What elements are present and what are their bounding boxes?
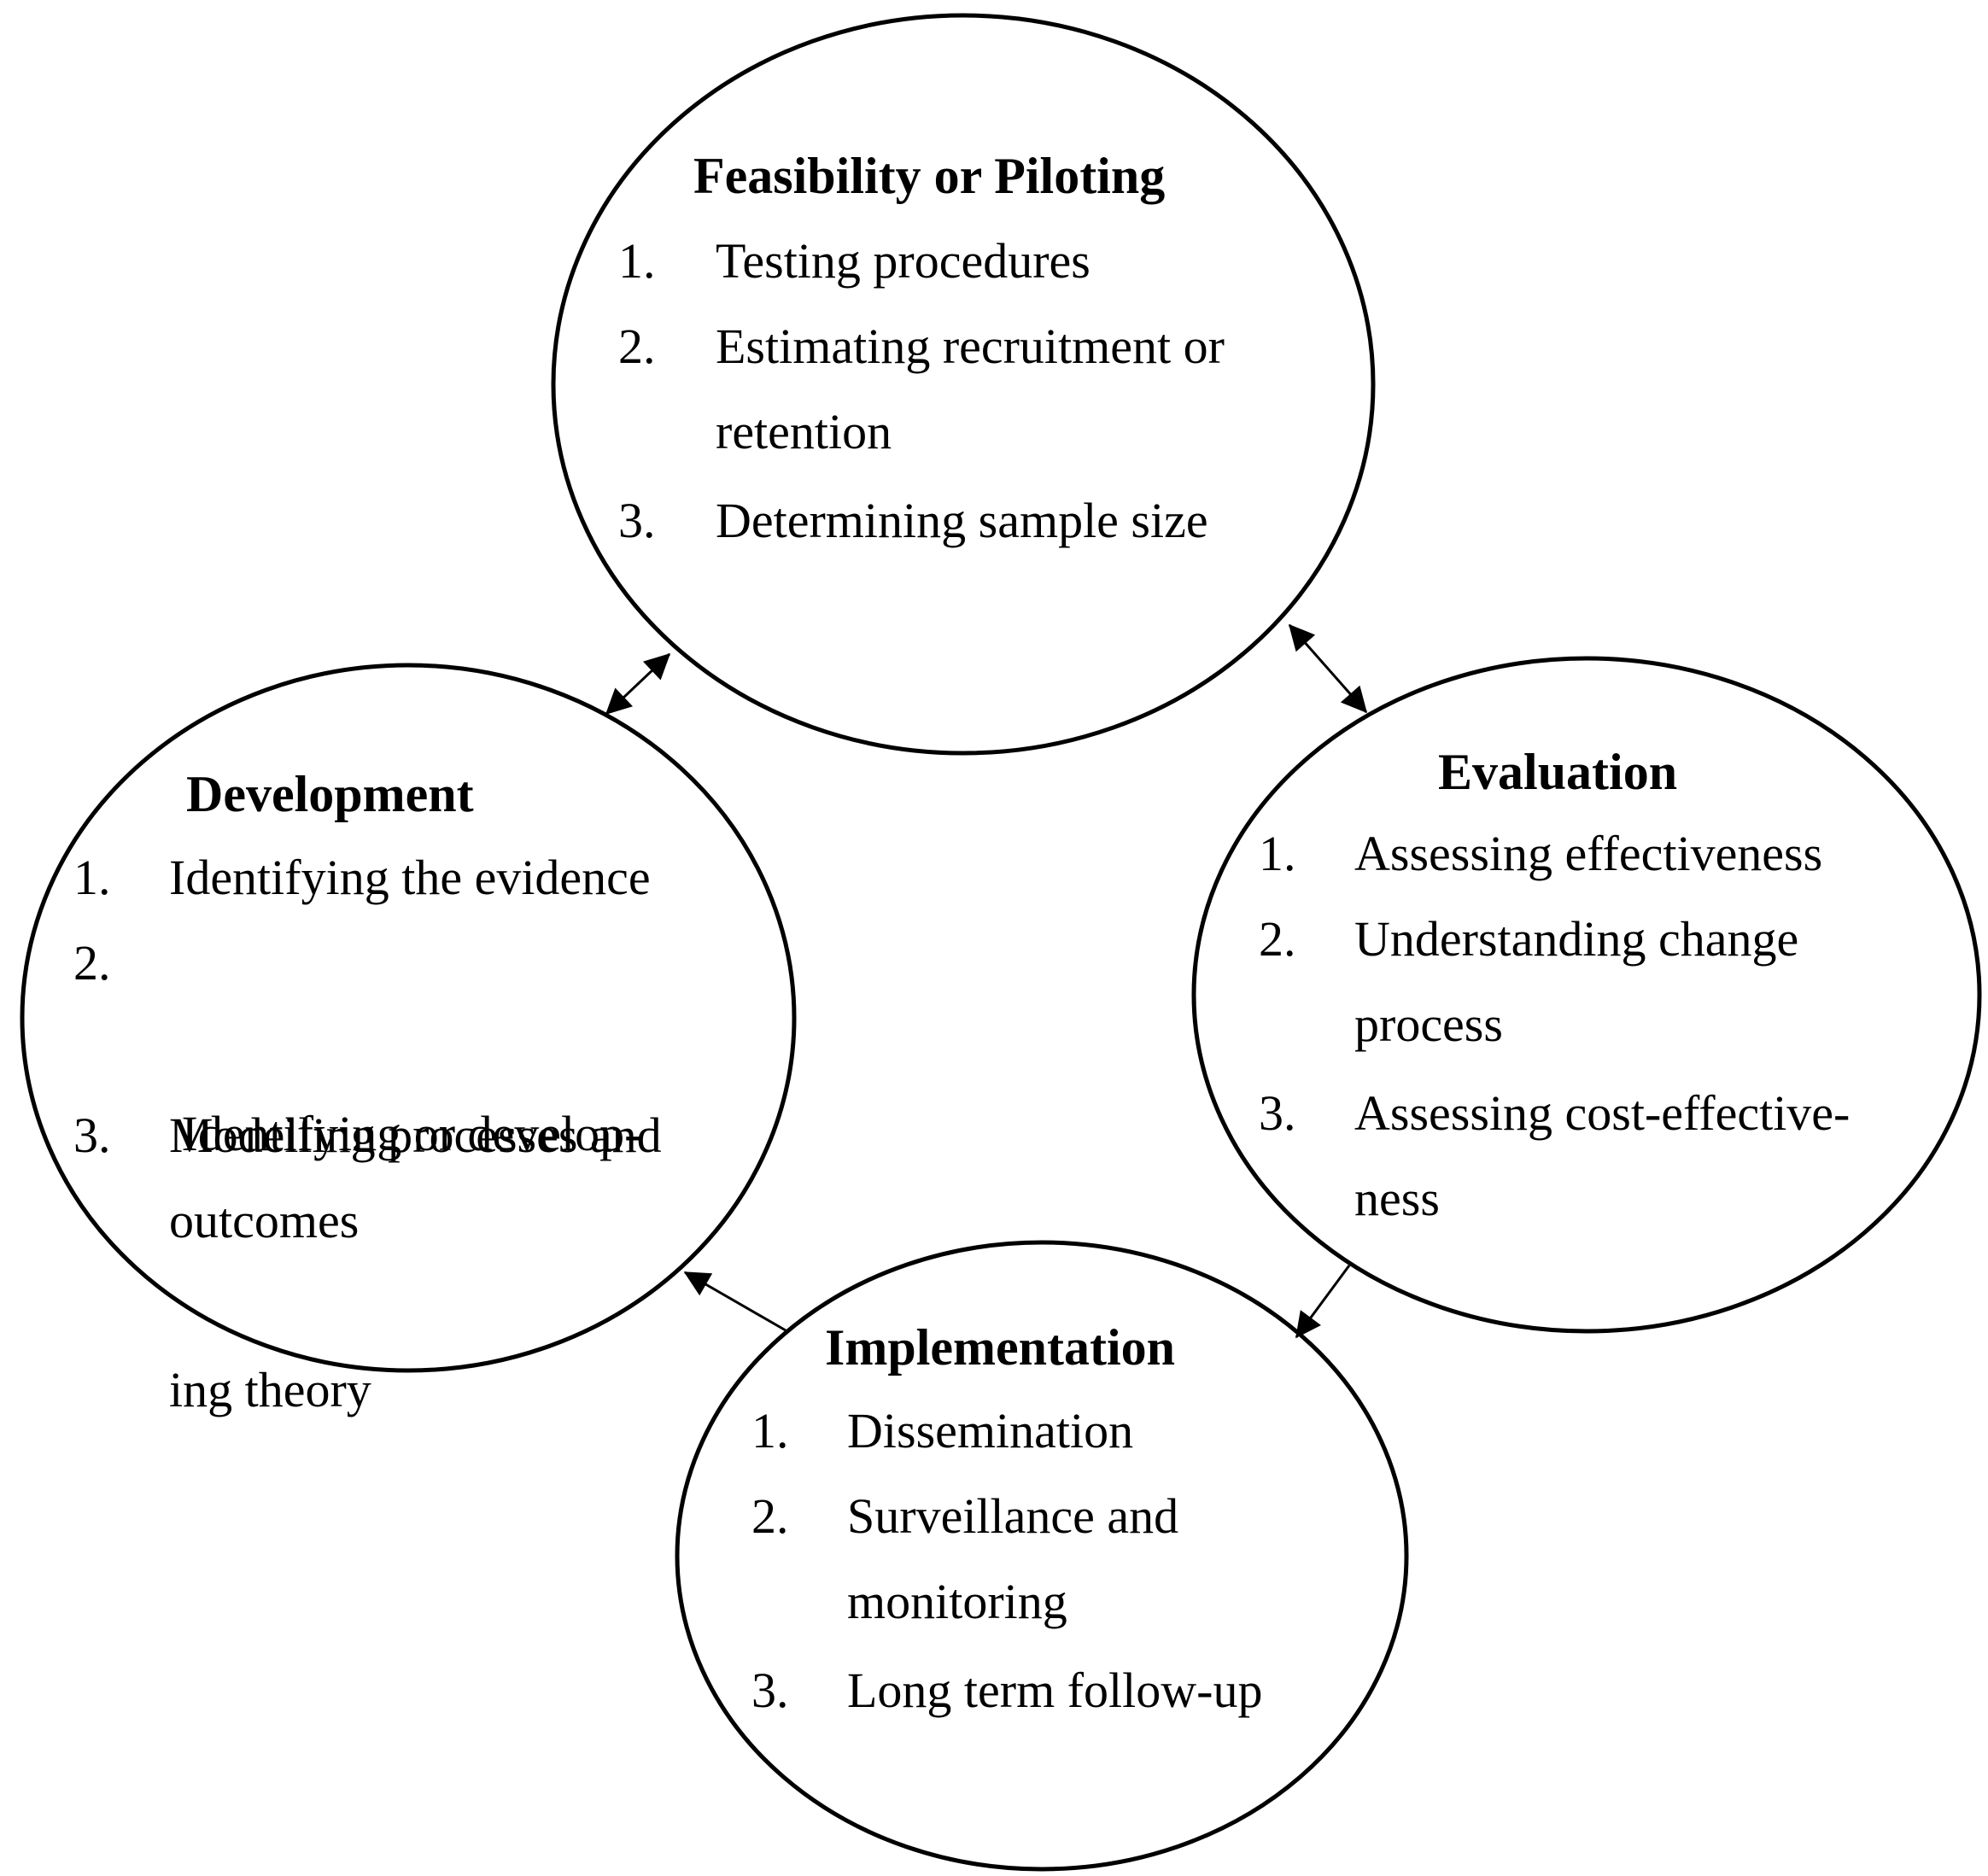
implementation-circle xyxy=(675,1240,1409,1872)
item-number: 2. xyxy=(73,935,111,991)
item-line: Dissemination xyxy=(847,1403,1134,1458)
item-line: Assessing effectiveness xyxy=(1354,826,1823,881)
item-line: ness xyxy=(1354,1171,1440,1226)
feasibility-title: Feasibility or Piloting xyxy=(693,148,1166,204)
item-number: 2. xyxy=(1259,911,1296,967)
item-number: 1. xyxy=(618,233,656,289)
arrow-development-feasibility xyxy=(605,652,671,716)
item-line: Long term follow-up xyxy=(847,1663,1263,1718)
item-number: 1. xyxy=(73,850,111,905)
item-line: Estimating recruitment or xyxy=(716,319,1225,374)
item-line: Determining sample size xyxy=(716,493,1208,548)
item-number: 3. xyxy=(1259,1085,1296,1141)
item-line: Modelling processes and xyxy=(169,1107,662,1163)
item-line: outcomes xyxy=(169,1193,360,1248)
item-number: 1. xyxy=(751,1403,789,1458)
development-circle xyxy=(20,663,797,1373)
item-number: 3. xyxy=(73,1107,111,1163)
evaluation-title: Evaluation xyxy=(1438,744,1678,800)
feasibility-circle xyxy=(551,13,1376,756)
item-line: process xyxy=(1354,996,1503,1052)
arrow-evaluation-implementation xyxy=(1295,1265,1351,1339)
item-line: Identifying or develop- xyxy=(169,1106,641,1161)
item-number: 2. xyxy=(751,1488,789,1544)
item-line: monitoring xyxy=(847,1574,1067,1629)
item-number: 3. xyxy=(751,1663,789,1718)
item-line: Assessing cost-effective- xyxy=(1354,1085,1851,1141)
item-line: Testing procedures xyxy=(716,233,1090,289)
item-number: 2. xyxy=(618,319,656,374)
development-title: Development xyxy=(186,766,474,822)
item-line: Identifying the evidence xyxy=(169,850,651,905)
item-number: 1. xyxy=(1259,826,1296,881)
item-line: retention xyxy=(716,404,892,459)
arrow-feasibility-evaluation xyxy=(1288,623,1368,714)
item-line: Surveillance and xyxy=(847,1488,1179,1544)
item-line: Understanding change xyxy=(1354,911,1799,967)
item-number: 3. xyxy=(618,493,656,548)
evaluation-circle xyxy=(1191,656,1982,1334)
item-line: ing theory xyxy=(169,1362,371,1417)
arrow-implementation-development xyxy=(683,1271,786,1332)
implementation-title: Implementation xyxy=(825,1319,1175,1376)
